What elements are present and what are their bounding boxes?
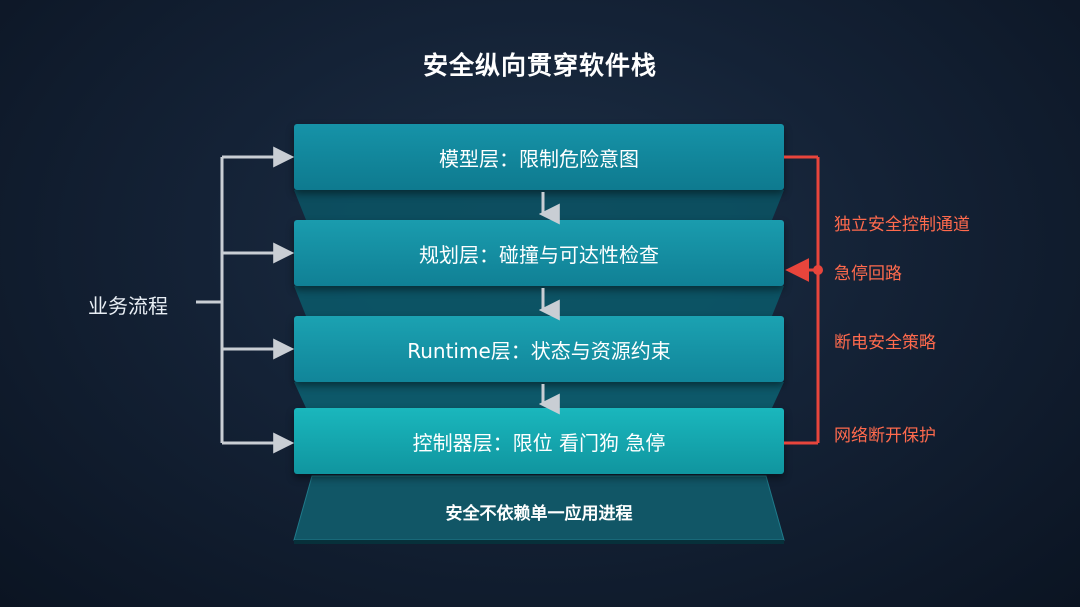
- safety-item-network-disconnect: 网络断开保护: [834, 426, 936, 446]
- stack-layer-planning-label: 规划层：碰撞与可达性检查: [419, 242, 659, 267]
- stack-layer-controller: 控制器层：限位 看门狗 急停: [294, 408, 784, 474]
- safety-junction-dot: [813, 265, 823, 275]
- safety-item-independent-channel: 独立安全控制通道: [834, 215, 970, 235]
- stack-layer-controller-label: 控制器层：限位 看门狗 急停: [412, 430, 666, 455]
- stack-layer-model-label: 模型层：限制危险意图: [439, 146, 639, 171]
- business-flow-label: 业务流程: [88, 294, 168, 318]
- business-flow-bracket: [196, 146, 295, 454]
- safety-item-estop-loop: 急停回路: [834, 264, 902, 284]
- page-title: 安全纵向贯穿软件栈: [422, 51, 657, 80]
- stack-layer-model: 模型层：限制危险意图: [294, 124, 784, 190]
- safety-bracket: [784, 155, 820, 445]
- safety-item-power-off-policy: 断电安全策略: [834, 333, 936, 353]
- stack-layer-planning: 规划层：碰撞与可达性检查: [294, 220, 784, 286]
- stack-layer-runtime-label: Runtime层：状态与资源约束: [407, 338, 671, 363]
- base-label: 安全不依赖单一应用进程: [445, 504, 633, 524]
- stack-layer-runtime: Runtime层：状态与资源约束: [294, 316, 784, 382]
